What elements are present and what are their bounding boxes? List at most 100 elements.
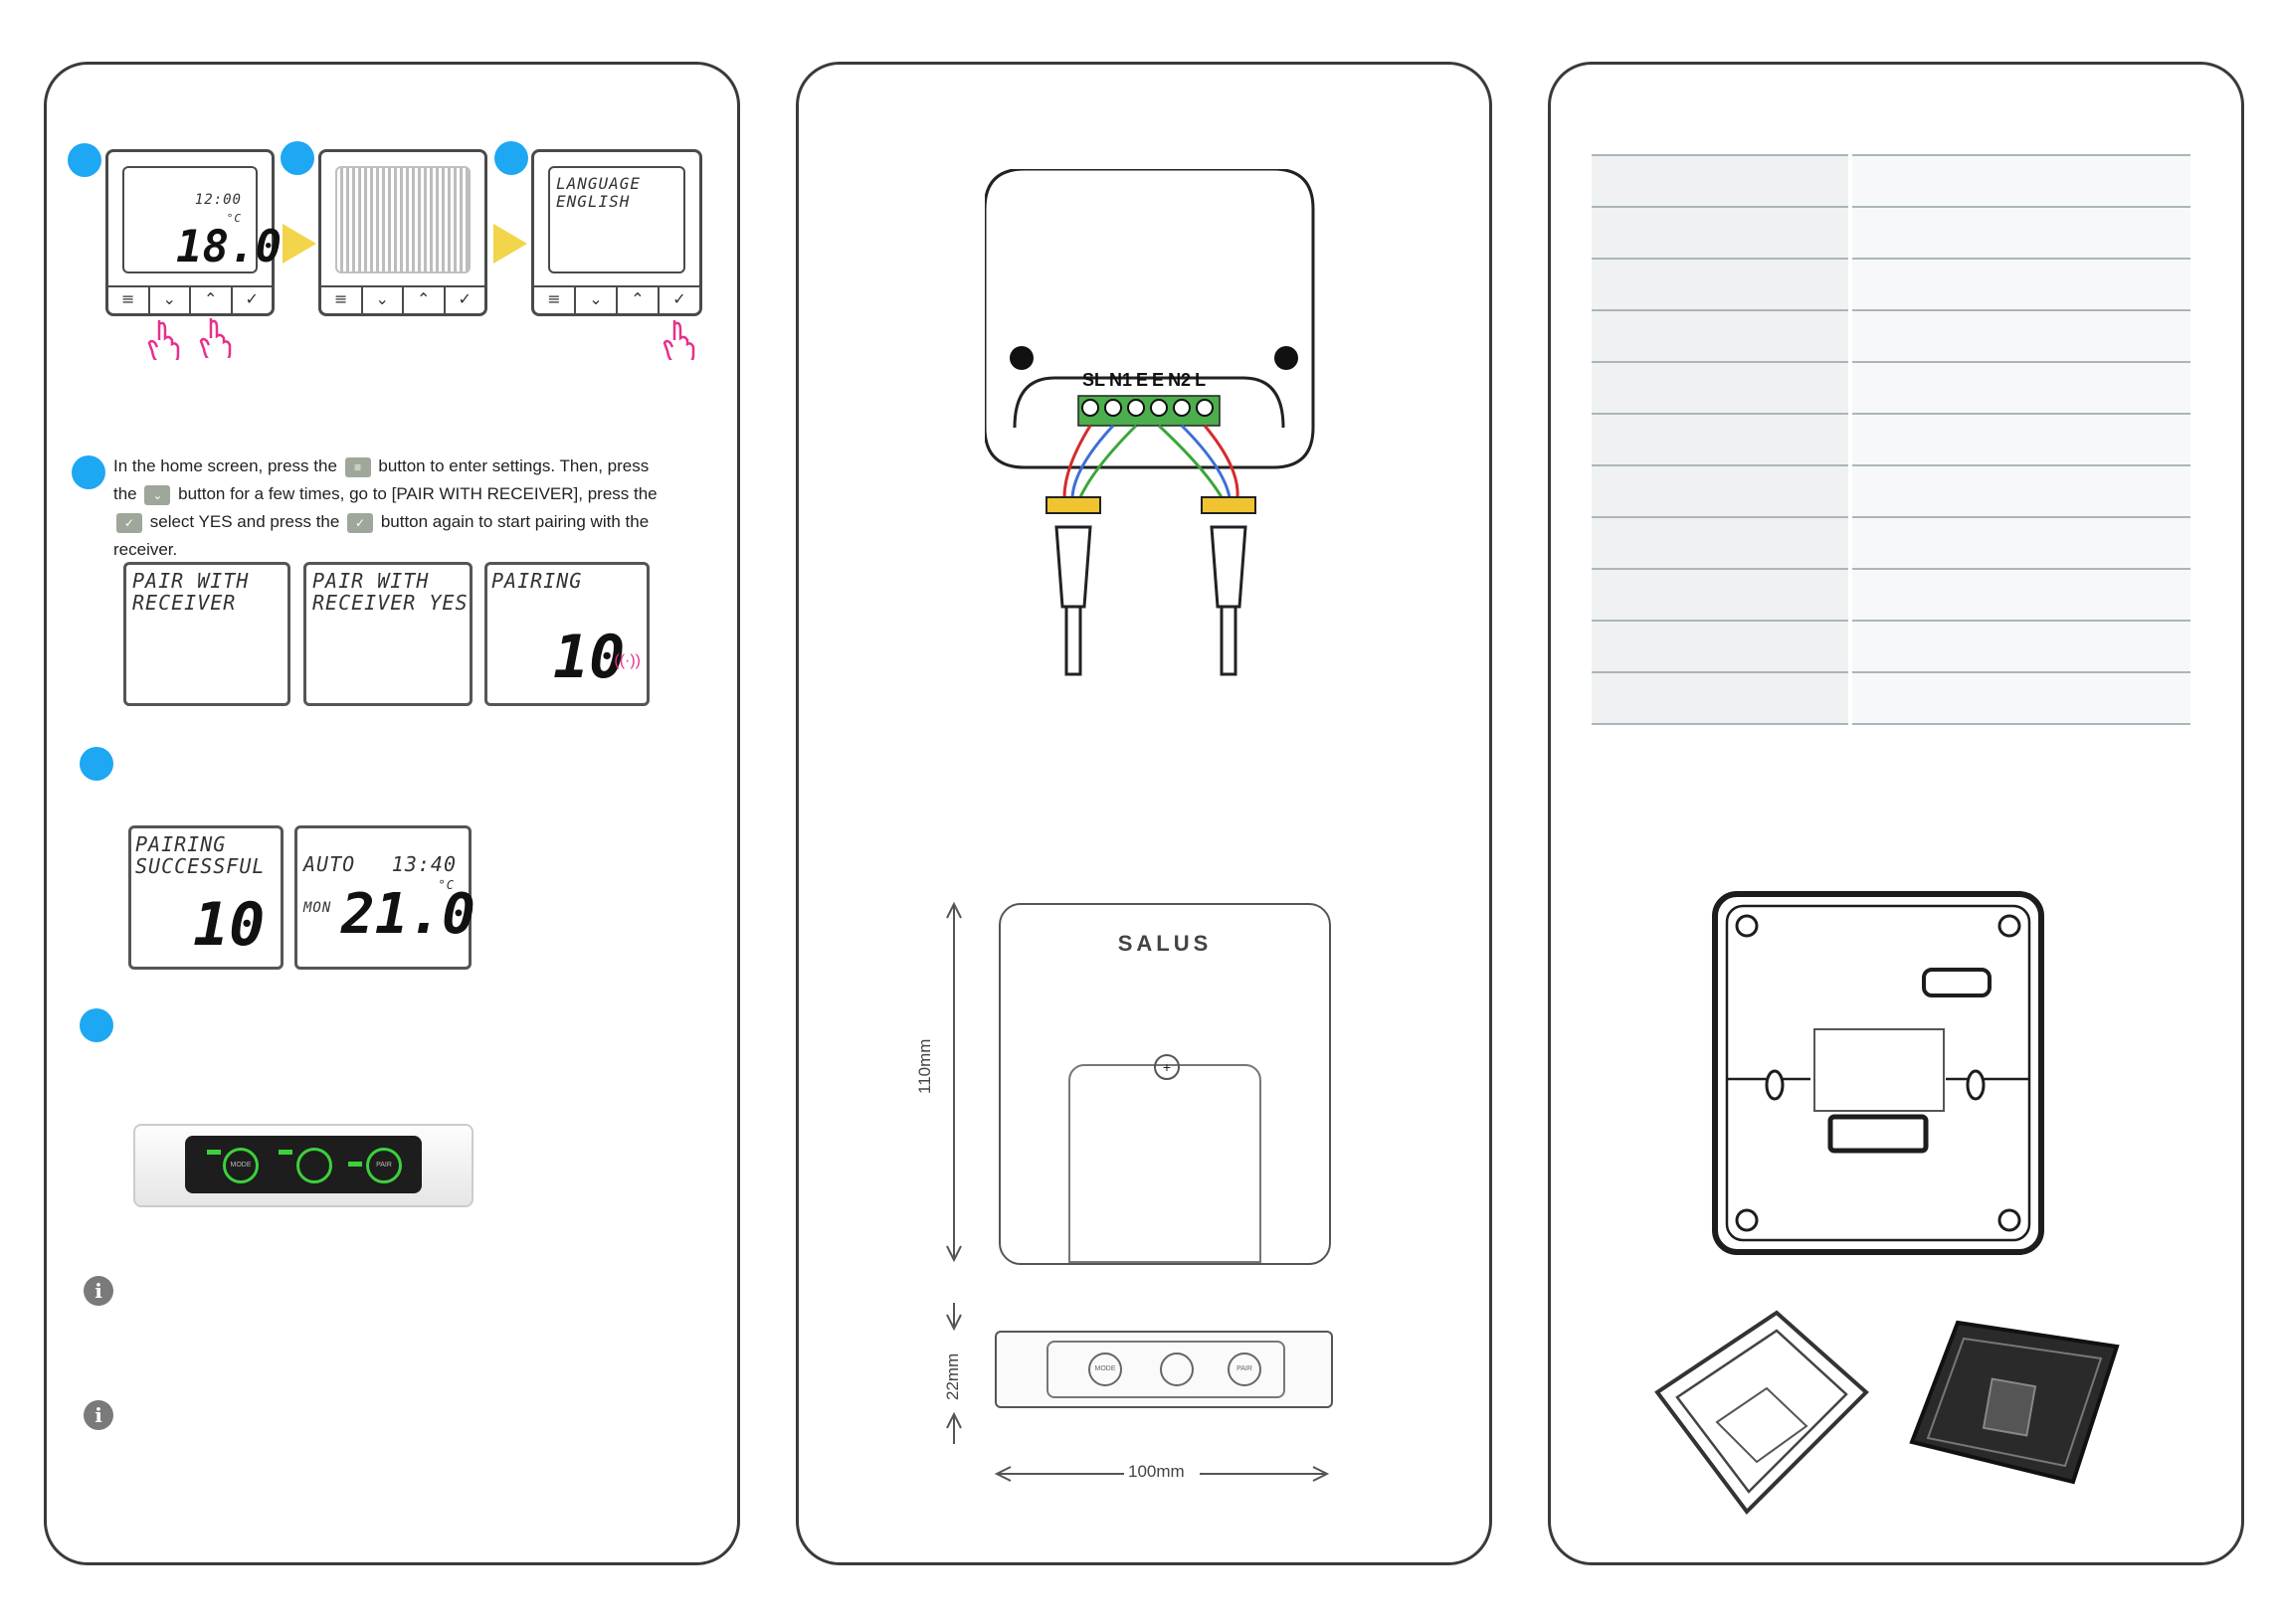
terminal-labels: SL N1 E E N2 L [1082, 370, 1206, 391]
thermostat-buttons-3: ≡ ⌄ ⌃ ✓ [534, 285, 699, 313]
terminal-label: N2 [1168, 370, 1192, 390]
step-dot-2 [72, 455, 105, 489]
table-row [1592, 568, 2190, 622]
menu-icon[interactable]: ≡ [321, 287, 363, 313]
terminal-label: E [1152, 370, 1165, 390]
thermostat-buttons: ≡ ⌄ ⌃ ✓ [108, 285, 272, 313]
table-row [1592, 258, 2190, 311]
instruction-text: press the [270, 512, 340, 531]
specifications-table [1592, 154, 2190, 725]
lcd-pairing-number: 10 [553, 623, 626, 692]
brand-logo: SALUS [1117, 931, 1213, 956]
height-dimension-arrow [946, 901, 962, 1263]
step-dot-3 [80, 747, 113, 781]
table-row [1592, 620, 2190, 673]
back-plate-diagram [1712, 891, 2044, 1255]
table-row [1592, 413, 2190, 466]
step-dot-1b [281, 141, 314, 175]
terminal-label: SL [1082, 370, 1106, 390]
depth-label: 22mm [943, 1353, 962, 1400]
wiring-diagram [985, 169, 1315, 676]
lcd-line2: RECEIVER YES [312, 591, 469, 615]
pair-button: PAIR [1228, 1353, 1261, 1386]
led-indicator [348, 1162, 362, 1167]
menu-icon[interactable]: ≡ [108, 287, 150, 313]
lcd-pairing-successful: PAIRING SUCCESSFUL 10 [128, 825, 284, 970]
width-label: 100mm [1128, 1462, 1185, 1481]
mode-button[interactable]: MODE [223, 1148, 259, 1183]
lcd-unit: °C [438, 878, 455, 892]
table-row [1592, 671, 2190, 725]
terminal-label: L [1195, 370, 1207, 390]
lcd-line2: SUCCESSFUL [135, 854, 266, 878]
table-row [1592, 464, 2190, 518]
lcd-pairing: PAIRING 10 ((·)) [484, 562, 650, 706]
check-icon[interactable]: ✓ [672, 289, 686, 308]
check-icon: ✓ [116, 512, 142, 533]
screw-icon: + [1154, 1054, 1180, 1080]
receiver-back-plate: SALUS + [999, 903, 1331, 1265]
table-row [1592, 154, 2190, 208]
info-icon: i [84, 1400, 113, 1430]
instruction-text: button again to start pairing with the r… [113, 512, 650, 559]
instruction-text: button for a few times, go to [PAIR WITH… [178, 484, 658, 503]
signal-icon: ((·)) [614, 652, 641, 669]
check-icon[interactable]: ✓ [245, 289, 259, 308]
lcd-pair-with-receiver-yes: PAIR WITH RECEIVER YES [303, 562, 473, 706]
chevron-down-icon: ⌄ [144, 484, 171, 505]
mounting-cutout [1068, 1064, 1261, 1263]
lcd-day: MON [303, 900, 332, 916]
mode-button: MODE [1088, 1353, 1122, 1386]
boiler-icon[interactable] [296, 1148, 332, 1183]
table-row [1592, 309, 2190, 363]
lcd-mode: AUTO [303, 852, 356, 876]
thermostat-language: LANGUAGE ENGLISH ≡ ⌄ ⌃ ✓ [531, 149, 702, 316]
check-icon[interactable]: ✓ [458, 289, 472, 308]
language-screen: LANGUAGE ENGLISH [548, 166, 685, 273]
lcd-line2: RECEIVER [132, 591, 237, 615]
all-segments-screen [335, 166, 471, 273]
step-dot-1a [68, 143, 101, 177]
chevron-up-icon[interactable]: ⌃ [404, 287, 446, 313]
hand-press-check-icon [663, 320, 695, 360]
width-dimension-arrow [994, 1466, 1330, 1482]
table-row [1592, 206, 2190, 260]
table-row [1592, 361, 2190, 415]
boiler-icon [1160, 1353, 1194, 1386]
step-dot-1c [494, 141, 528, 175]
language-line2: ENGLISH [556, 192, 631, 211]
home-unit: °C [226, 212, 242, 225]
table-row [1592, 516, 2190, 570]
mode-label: MODE [1094, 1365, 1116, 1372]
receiver-device: MODE PAIR [133, 1124, 474, 1207]
thermostat-buttons-2: ≡ ⌄ ⌃ ✓ [321, 285, 484, 313]
chevron-down-icon[interactable]: ⌄ [150, 287, 191, 313]
hand-press-up-icon [199, 318, 232, 358]
arrow-next-icon [283, 224, 316, 264]
lcd-line1: PAIR WITH [312, 569, 430, 593]
terminal-label: N1 [1109, 370, 1133, 390]
led-indicator [207, 1150, 221, 1155]
language-line1: LANGUAGE [556, 174, 642, 193]
front-panel: MODE PAIR [1046, 1341, 1285, 1398]
instruction-text: button to enter settings. Then, press th… [113, 456, 650, 503]
thermostat-home-screen: 12:00 °C 18.0 [122, 166, 282, 273]
home-time: 12:00 [194, 192, 242, 208]
lcd-line1: PAIRING [135, 832, 227, 856]
arrow-next-icon [493, 224, 527, 264]
lcd-line1: PAIRING [491, 569, 583, 593]
lcd-success-number: 10 [193, 890, 266, 960]
chevron-down-icon[interactable]: ⌄ [363, 287, 404, 313]
menu-icon[interactable]: ≡ [534, 287, 576, 313]
chevron-down-icon[interactable]: ⌄ [576, 287, 618, 313]
pair-button[interactable]: PAIR [366, 1148, 402, 1183]
instruction-text: In the home screen, press the [113, 456, 337, 475]
lcd-line1: PAIR WITH [132, 569, 250, 593]
pairing-instruction: In the home screen, press the ≡ button t… [113, 452, 670, 564]
led-indicator [279, 1150, 292, 1155]
receiver-front-view: MODE PAIR [995, 1331, 1333, 1408]
chevron-up-icon[interactable]: ⌃ [618, 287, 660, 313]
check-icon: ✓ [347, 512, 374, 533]
lcd-home-auto: AUTO 13:40 MON °C 21.0 [294, 825, 475, 970]
chevron-up-icon[interactable]: ⌃ [191, 287, 233, 313]
